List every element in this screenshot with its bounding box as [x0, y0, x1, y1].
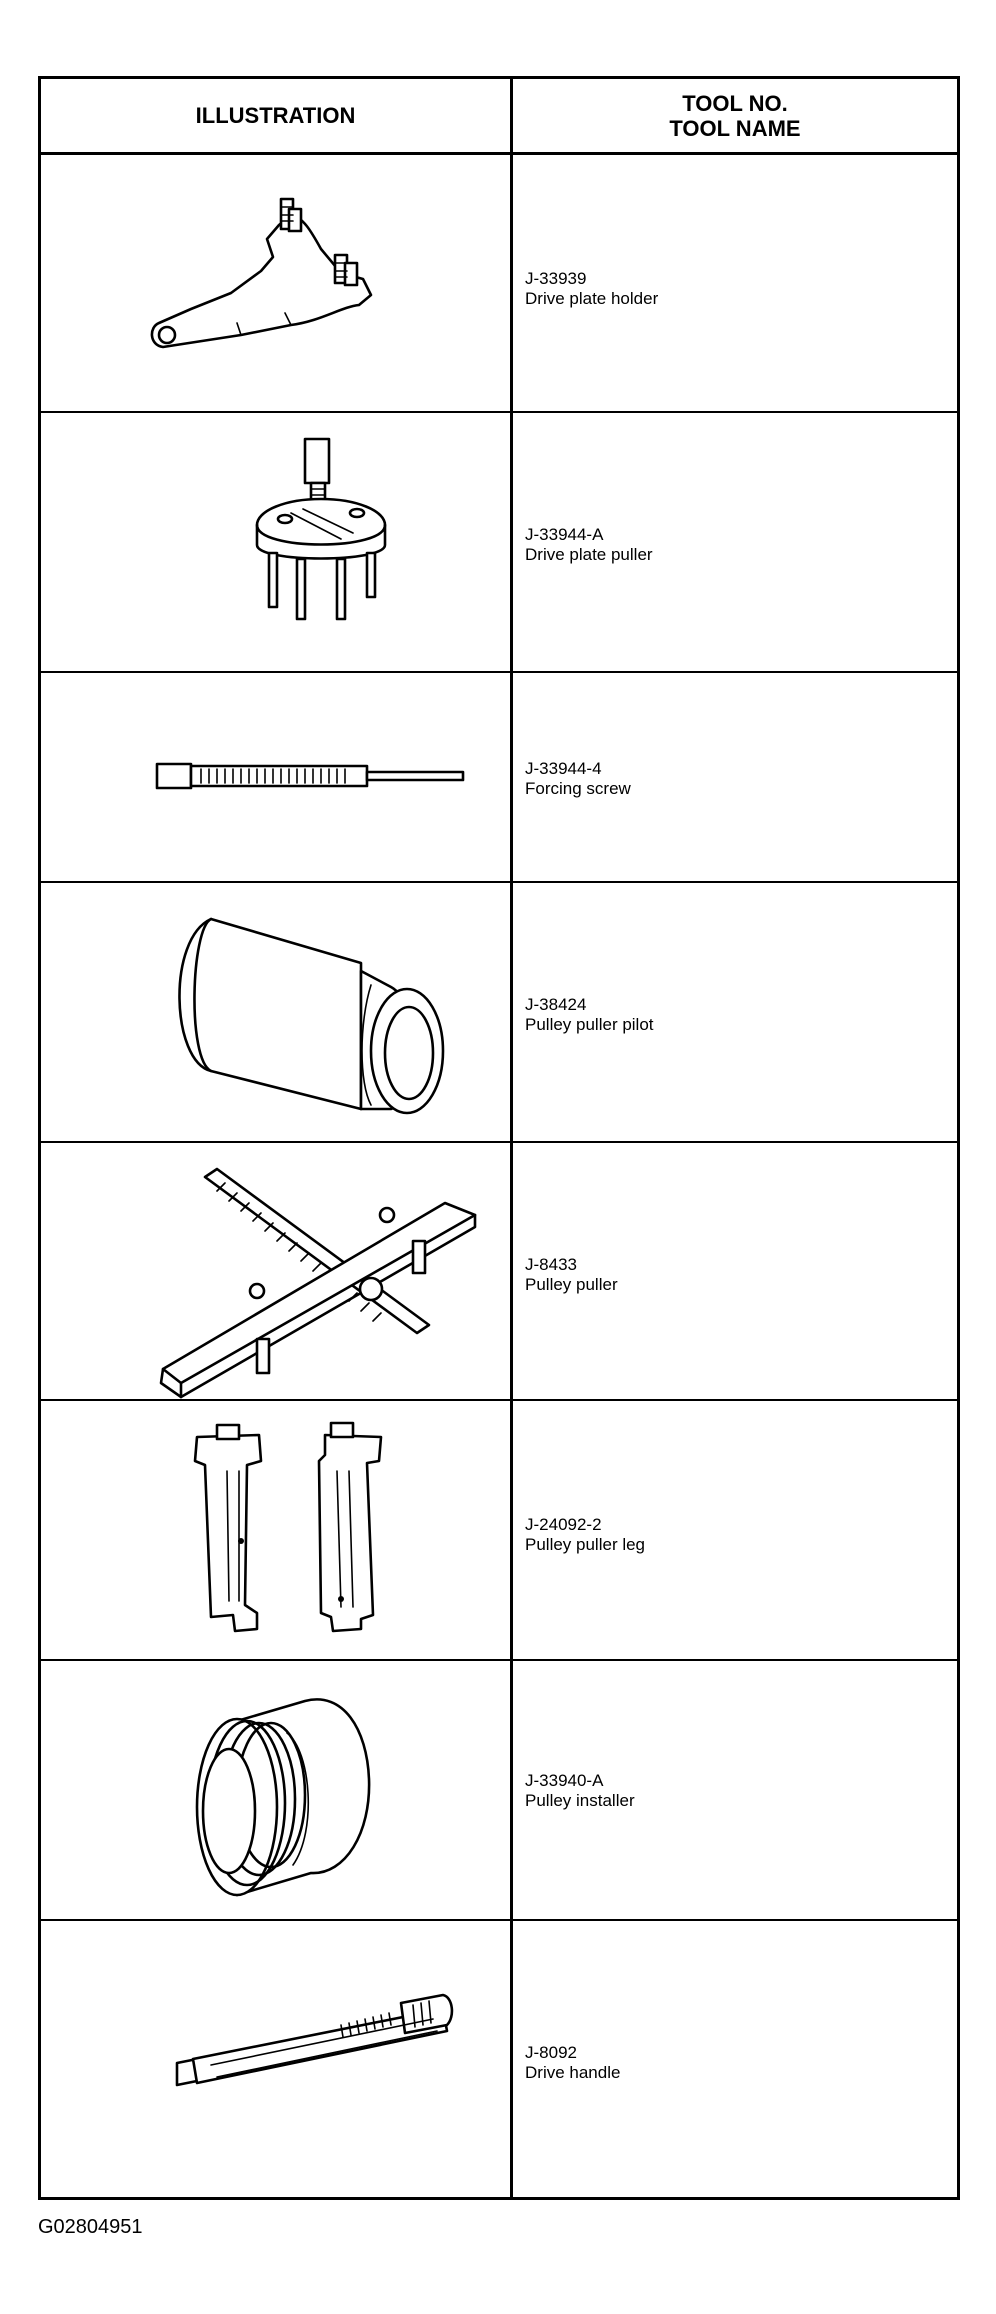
- tool-name: Drive plate holder: [525, 289, 659, 308]
- table-row: J-33939 Drive plate holder: [41, 155, 957, 413]
- tool-number: J-38424: [525, 995, 587, 1014]
- pulley-puller-pilot-icon: [41, 883, 510, 1141]
- tool-number: J-8433: [525, 1255, 577, 1274]
- tool-number: J-24092-2: [525, 1515, 602, 1534]
- tool-name-header: TOOL NAME: [669, 115, 801, 141]
- tool-name: Forcing screw: [525, 779, 631, 798]
- table-row: J-33944-A Drive plate puller: [41, 413, 957, 673]
- tool-info: J-33944-4 Forcing screw: [525, 759, 631, 799]
- tool-info: J-33944-A Drive plate puller: [525, 525, 653, 565]
- pulley-installer-icon: [41, 1661, 510, 1919]
- illustration-column-header: ILLUSTRATION: [195, 102, 356, 128]
- tool-info: J-24092-2 Pulley puller leg: [525, 1515, 645, 1555]
- tool-name: Drive plate puller: [525, 545, 653, 564]
- table-row: J-33944-4 Forcing screw: [41, 673, 957, 883]
- tool-table: ILLUSTRATION TOOL NO. TOOL NAME J-33939 …: [38, 76, 960, 2200]
- table-row: J-38424 Pulley puller pilot: [41, 883, 957, 1143]
- pulley-puller-leg-icon: [41, 1401, 510, 1659]
- forcing-screw-icon: [41, 673, 510, 881]
- column-divider: [510, 79, 513, 2197]
- table-row: J-8092 Drive handle: [41, 1921, 957, 2197]
- tool-name: Pulley puller leg: [525, 1535, 646, 1554]
- figure-id: G02804951: [38, 2216, 143, 2238]
- tool-info: J-8092 Drive handle: [525, 2043, 620, 2083]
- tool-number: J-8092: [525, 2043, 577, 2062]
- tool-no-header: TOOL NO.: [682, 90, 788, 116]
- tool-name: Pulley installer: [525, 1791, 635, 1810]
- tool-info: J-33939 Drive plate holder: [525, 269, 658, 309]
- table-row: J-33940-A Pulley installer: [41, 1661, 957, 1921]
- tool-number: J-33939: [525, 269, 587, 288]
- tool-number: J-33940-A: [525, 1771, 604, 1790]
- pulley-puller-icon: [41, 1143, 510, 1399]
- tool-info: J-33940-A Pulley installer: [525, 1771, 635, 1811]
- table-row: J-24092-2 Pulley puller leg: [41, 1401, 957, 1661]
- drive-plate-holder-icon: [41, 155, 510, 411]
- drive-handle-icon: [41, 1921, 510, 2197]
- tool-number: J-33944-A: [525, 525, 604, 544]
- tool-info: J-38424 Pulley puller pilot: [525, 995, 654, 1035]
- tool-name: Pulley puller: [525, 1275, 618, 1294]
- table-row: J-8433 Pulley puller: [41, 1143, 957, 1401]
- tool-name: Drive handle: [525, 2063, 621, 2082]
- tool-name: Pulley puller pilot: [525, 1015, 654, 1034]
- table-header-row: ILLUSTRATION TOOL NO. TOOL NAME: [41, 79, 957, 155]
- tool-info: J-8433 Pulley puller: [525, 1255, 618, 1295]
- drive-plate-puller-icon: [41, 413, 510, 671]
- tool-column-header: TOOL NO. TOOL NAME: [513, 79, 957, 152]
- tool-number: J-33944-4: [525, 759, 602, 778]
